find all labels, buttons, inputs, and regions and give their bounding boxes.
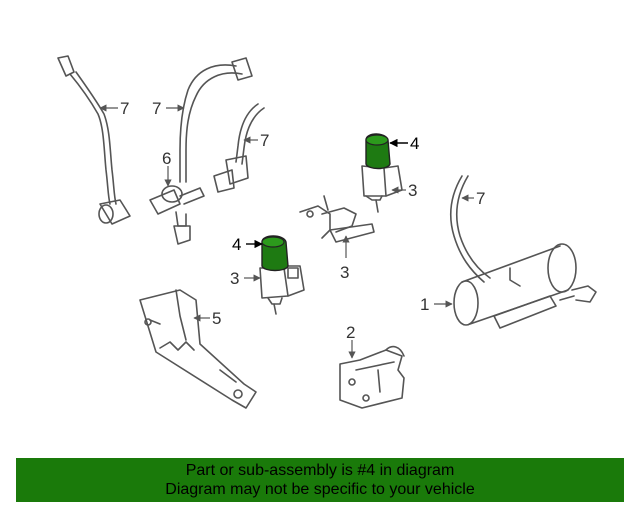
info-banner: Part or sub-assembly is #4 in diagram Di… [16, 458, 624, 502]
banner-line-part: Part or sub-assembly is #4 in diagram [185, 462, 455, 479]
callout-3-lower: 3 [230, 269, 239, 288]
callout-7-small-hose: 7 [260, 131, 269, 150]
vacuum-filter-lower [261, 235, 289, 272]
callout-4-upper: 4 [410, 134, 419, 153]
banner-line-disclaimer: Diagram may not be specific to your vehi… [165, 481, 475, 498]
vacuum-hose-left [57, 55, 131, 225]
callout-7-left: 7 [120, 99, 129, 118]
check-valve [149, 185, 205, 245]
vacuum-hose-center [179, 57, 253, 183]
vacuum-solenoid-lower [259, 265, 305, 315]
callout-6: 6 [162, 149, 171, 168]
callout-7-right: 7 [476, 189, 485, 208]
callout-3-upper: 3 [408, 181, 417, 200]
callout-3-bracket: 3 [340, 263, 349, 282]
canister-bracket [339, 345, 405, 409]
callout-5: 5 [212, 309, 221, 328]
parts-diagram: 7 7 7 6 4 3 4 3 3 5 2 1 7 [57, 55, 597, 409]
mounting-bracket [139, 289, 257, 409]
vacuum-filter-upper [365, 133, 391, 170]
vacuum-hose-small [213, 103, 265, 193]
vacuum-canister [453, 243, 597, 329]
callout-4-lower: 4 [232, 235, 241, 254]
solenoid-bracket [299, 195, 375, 243]
vacuum-hose-right [449, 175, 491, 283]
callout-7-center: 7 [152, 99, 161, 118]
callout-1: 1 [420, 295, 429, 314]
vacuum-solenoid-upper [361, 165, 403, 213]
callout-2: 2 [346, 323, 355, 342]
